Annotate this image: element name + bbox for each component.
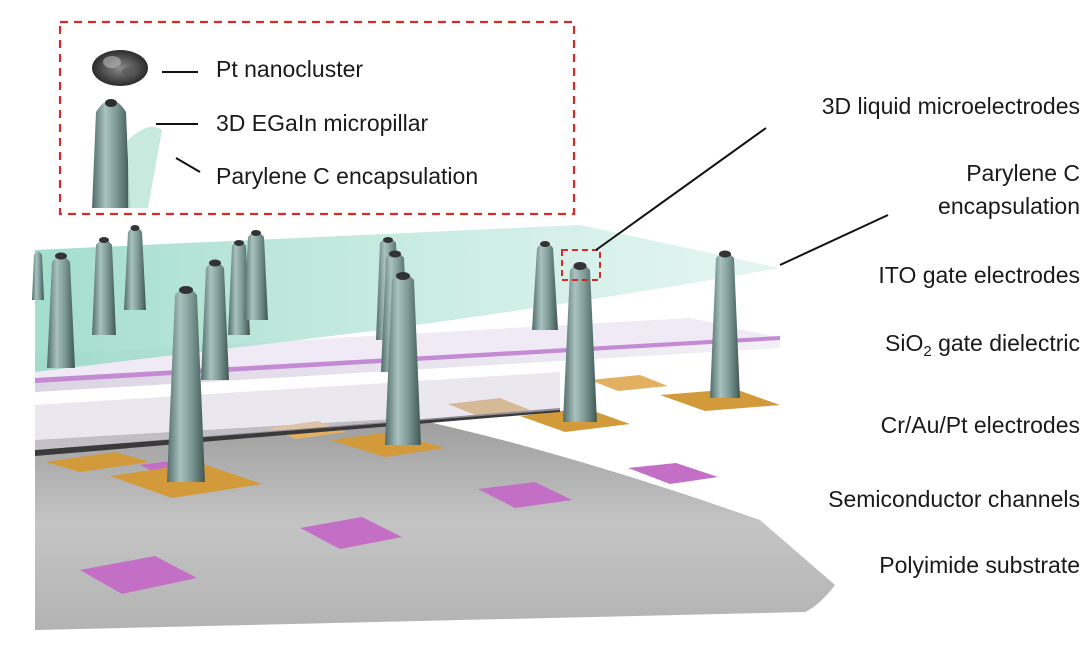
leader-line-parylene bbox=[779, 214, 889, 266]
label-semiconductor-channels: Semiconductor channels bbox=[828, 486, 1080, 512]
label-polyimide-substrate: Polyimide substrate bbox=[879, 552, 1080, 578]
label-parylene-line2: encapsulation bbox=[938, 193, 1080, 219]
sio2-text: SiO bbox=[885, 330, 924, 356]
pillar bbox=[244, 230, 268, 320]
sio2-subscript: 2 bbox=[923, 343, 932, 360]
label-liquid-microelectrodes: 3D liquid microelectrodes bbox=[821, 93, 1080, 119]
micropillars bbox=[32, 225, 740, 482]
pillar bbox=[385, 272, 421, 445]
inset-pillar-icon bbox=[92, 99, 162, 208]
label-pt-nanocluster: Pt nanocluster bbox=[216, 56, 364, 82]
pillar bbox=[47, 252, 75, 368]
pillar bbox=[201, 259, 229, 380]
pillar bbox=[167, 286, 205, 482]
gate-dielectric-text: gate dielectric bbox=[931, 330, 1080, 356]
semiconductor-channels bbox=[80, 460, 718, 594]
label-ito-gate-electrodes: ITO gate electrodes bbox=[878, 262, 1080, 288]
pillar bbox=[124, 225, 146, 310]
leader-line-microelectrodes bbox=[595, 127, 767, 251]
pillar bbox=[710, 250, 740, 398]
label-sio2-gate-dielectric: SiO2 gate dielectric bbox=[885, 330, 1080, 360]
pt-nanocluster-icon bbox=[92, 50, 148, 86]
label-parylene-line1: Parylene C bbox=[966, 160, 1080, 186]
label-crau-electrodes: Cr/Au/Pt electrodes bbox=[880, 412, 1080, 438]
pillar bbox=[32, 251, 44, 300]
label-egain-micropillar: 3D EGaIn micropillar bbox=[216, 110, 429, 136]
highlight-box bbox=[561, 249, 601, 281]
polyimide-substrate bbox=[35, 418, 835, 630]
pillar bbox=[92, 237, 116, 335]
pillar bbox=[532, 241, 558, 330]
label-parylene-inset: Parylene C encapsulation bbox=[216, 163, 479, 189]
pillar bbox=[563, 262, 597, 422]
dielectric-sheet bbox=[35, 372, 560, 450]
